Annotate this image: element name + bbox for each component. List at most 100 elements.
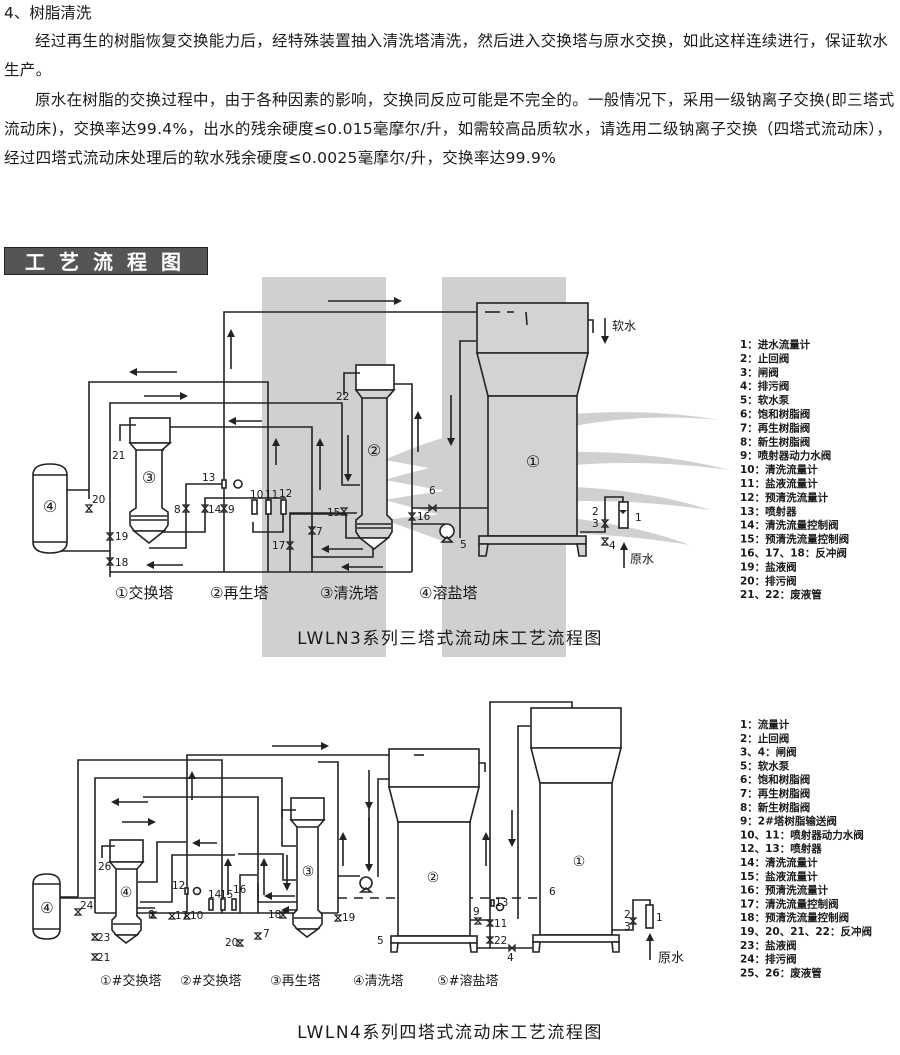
legend-item: 7：再生树脂阀 [740, 421, 810, 434]
label-7: 7 [316, 526, 323, 538]
label-15: 15 [327, 507, 340, 519]
legend-item: 10、11：喷射器动力水阀 [740, 828, 864, 841]
caption-exchange-tower: ①交换塔 [115, 584, 173, 602]
pump-5-icon [358, 876, 374, 893]
raw-water-label: 原水 [630, 552, 654, 566]
tower-4-label: ④ [120, 885, 133, 901]
label-9: 9 [228, 504, 235, 516]
tower-5-salt: ④ [32, 873, 61, 940]
tower-3-label: ③ [302, 864, 315, 880]
legend-item: 3、4：闸阀 [740, 746, 797, 759]
legend-item: 18：预清洗流量控制阀 [740, 911, 849, 924]
label-16: 16 [233, 884, 247, 896]
arrow-left [146, 561, 183, 569]
label-22: 22 [336, 391, 349, 403]
legend-item: 1：流量计 [740, 718, 790, 731]
arrow-left [341, 563, 383, 571]
diagram1-title: LWLN3系列三塔式流动床工艺流程图 [297, 629, 603, 649]
label-7: 7 [263, 928, 270, 940]
label-3: 3 [624, 921, 631, 933]
label-19: 19 [115, 531, 128, 543]
legend-item: 16、17、18：反冲阀 [740, 547, 847, 560]
legend-item: 19、20、21、22：反冲阀 [740, 925, 872, 938]
pipe-network [50, 311, 624, 577]
label-11: 11 [494, 918, 507, 930]
arrow-up [260, 858, 268, 895]
arrow-down [365, 770, 373, 820]
legend-item: 1：进水流量计 [740, 338, 811, 351]
legend-item: 20：排污阀 [740, 574, 797, 587]
paragraph-resin-cleaning: 经过再生的树脂恢复交换能力后，经特殊装置抽入清洗塔清洗，然后进入交换塔与原水交换… [4, 32, 889, 79]
label-10: 10 [250, 489, 263, 501]
legend-item: 14：清洗流量计 [740, 856, 818, 869]
legend-item: 19：盐液阀 [740, 560, 797, 573]
arrow-up [339, 832, 347, 866]
label-5: 5 [460, 539, 467, 551]
soft-water-label: 软水 [612, 319, 636, 333]
arrow-down [508, 810, 516, 847]
legend-item: 9：喷射器动力水阀 [740, 449, 831, 462]
caption-cleaning-tower: ③清洗塔 [320, 584, 378, 602]
tower-4-cleaning: ④ [101, 839, 145, 945]
arrow-up [316, 438, 324, 490]
tower-1-label: ① [573, 854, 586, 870]
arrow-up [224, 858, 232, 895]
arrow-left [129, 368, 177, 376]
label-23: 23 [97, 932, 110, 944]
legend-item: 12：预清洗流量计 [740, 491, 829, 504]
arrow-up [272, 438, 280, 465]
label-10: 10 [190, 910, 203, 922]
label-12: 12 [172, 880, 185, 892]
tower-2-label: ② [367, 441, 381, 460]
arrow-left [321, 545, 363, 553]
flow-meters-icon [251, 499, 287, 515]
tower-1-exchange: ① [529, 707, 623, 953]
ejector-gauge-icon [221, 479, 243, 489]
label-19: 19 [342, 912, 355, 924]
tower-4-left-label: ④ [40, 899, 53, 917]
legend-item: 7：再生树脂阀 [740, 787, 810, 800]
arrow-up [646, 933, 654, 960]
legend-item: 25、26：废液管 [740, 966, 822, 979]
legend-item: 24：排污阀 [740, 953, 797, 966]
label-21: 21 [97, 952, 110, 964]
process-flow-banner: 工艺流程图 [4, 247, 208, 275]
legend-item: 21、22：废液管 [740, 588, 822, 601]
valve-labels: 1 2 3 4 5 6 7 8 9 10 11 12 13 14 15 16 1… [92, 391, 642, 569]
diagram-four-tower: ④ ④ ③ ② ① [32, 701, 872, 1043]
arrow-right [144, 392, 188, 400]
label-8: 8 [174, 504, 181, 516]
label-18: 18 [115, 557, 128, 569]
tower-2-label: ② [427, 870, 440, 886]
label-1: 1 [656, 912, 663, 924]
arrow-left [228, 417, 262, 425]
caption-salt-tower: ⑤#溶盐塔 [437, 974, 499, 989]
inlet-flowmeter-icon [618, 501, 629, 529]
label-20: 20 [225, 937, 238, 949]
tower-4-label: ④ [43, 497, 57, 516]
arrow-up [227, 329, 235, 369]
tower-1-label: ① [526, 452, 540, 471]
label-26: 26 [98, 861, 112, 873]
legend-item: 23：盐液阀 [740, 939, 797, 952]
label-13: 13 [495, 897, 508, 909]
legend-item: 17：清洗流量控制阀 [740, 897, 839, 910]
caption-regeneration-tower: ③再生塔 [270, 974, 321, 989]
label-5: 5 [377, 935, 384, 947]
tower-2-exchange: ② [387, 748, 486, 953]
diagram1-legend: 1：进水流量计2：止回阀3：闸阀4：排污阀5：软水泵6：饱和树脂阀7：再生树脂阀… [740, 338, 849, 601]
diagram-three-tower: ④ ③ ② ① [32, 277, 849, 657]
section-heading: 4、树脂清洗 [4, 4, 92, 22]
arrow-right [328, 297, 402, 305]
paragraph-exchange-rate: 原水在树脂的交换过程中，由于各种因素的影响，交换同反应可能是不完全的。一般情况下… [4, 91, 895, 167]
arrow-up [414, 411, 422, 452]
label-4: 4 [609, 540, 616, 552]
arrow-down [601, 318, 609, 344]
arrow-down [283, 855, 291, 891]
label-14: 14 [208, 889, 222, 901]
arrow-right [122, 818, 156, 826]
legend-item: 15：盐液流量计 [740, 870, 818, 883]
arrow-up [188, 771, 196, 800]
label-9: 9 [473, 906, 480, 918]
label-16: 16 [417, 511, 431, 523]
